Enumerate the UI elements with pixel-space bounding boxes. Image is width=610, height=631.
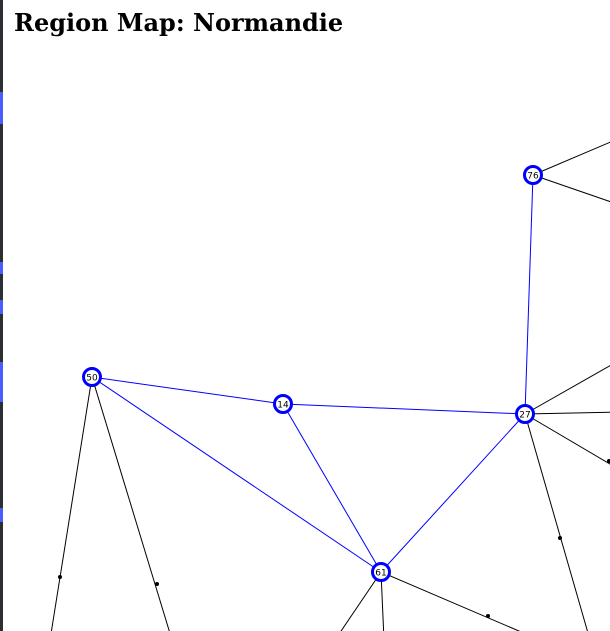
- node-circle: [371, 562, 391, 582]
- external-edge: [532, 174, 610, 203]
- external-edge: [532, 141, 610, 176]
- edge-marker-dot: [486, 614, 490, 618]
- edge-27-61: [380, 413, 526, 573]
- node-label: 50: [86, 374, 98, 384]
- region-nodes: 50 14 27 76 61: [82, 165, 543, 582]
- external-edge: [340, 571, 382, 631]
- region-edges: [91, 174, 534, 573]
- edge-27-76: [524, 174, 534, 415]
- node-14[interactable]: 14: [273, 394, 293, 414]
- edge-marker-dot: [607, 459, 610, 463]
- edge-marker: [0, 362, 3, 402]
- edge-marker: [0, 92, 3, 124]
- external-edge: [380, 571, 521, 631]
- edge-50-61: [91, 376, 382, 573]
- external-edge: [524, 411, 610, 415]
- external-edge: [91, 376, 170, 631]
- external-edge: [380, 571, 385, 631]
- edge-marker-dot: [58, 575, 62, 579]
- node-label: 76: [527, 172, 539, 182]
- node-label: 14: [277, 401, 289, 411]
- external-edges: [50, 141, 610, 631]
- edge-14-27: [282, 403, 526, 415]
- external-edge: [50, 376, 93, 631]
- node-label: 61: [375, 569, 386, 579]
- node-circle: [515, 404, 535, 424]
- node-circle: [523, 165, 543, 185]
- node-circle: [273, 394, 293, 414]
- edge-marker-dot: [155, 582, 159, 586]
- node-76[interactable]: 76: [523, 165, 543, 185]
- edge-marker: [0, 508, 3, 522]
- node-50[interactable]: 50: [82, 367, 102, 387]
- edge-50-14: [91, 376, 284, 405]
- node-label: 27: [519, 411, 530, 421]
- page-title: Region Map: Normandie: [14, 8, 344, 37]
- node-circle: [82, 367, 102, 387]
- external-edge: [524, 365, 610, 415]
- external-edge: [524, 413, 610, 465]
- node-27[interactable]: 27: [515, 404, 535, 424]
- node-61[interactable]: 61: [371, 562, 391, 582]
- edge-marker: [0, 262, 3, 274]
- edge-marker-dot: [558, 536, 562, 540]
- edge-marker: [0, 300, 3, 314]
- window-left-edge: [0, 0, 3, 631]
- edge-14-61: [282, 403, 382, 573]
- external-edge: [524, 413, 588, 631]
